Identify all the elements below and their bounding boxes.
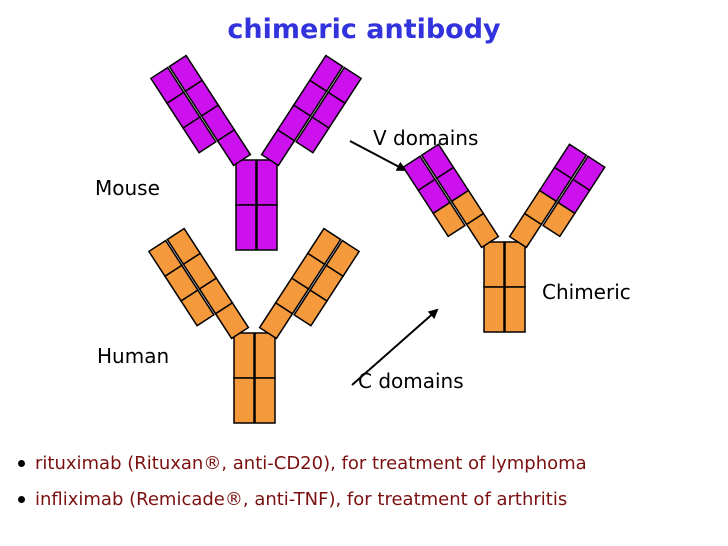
constant-domain <box>504 241 526 288</box>
c-domains-arrow <box>351 308 439 386</box>
page-title: chimeric antibody <box>227 14 501 45</box>
mouse-antibody <box>149 54 363 251</box>
constant-domain <box>504 286 526 333</box>
constant-domain <box>235 159 257 206</box>
bullet-dot <box>18 459 25 467</box>
mouse-label: Mouse <box>95 176 160 200</box>
bullet-text: rituximab (Rituxan®, anti-CD20), for tre… <box>35 452 587 474</box>
constant-domain <box>235 204 257 251</box>
variable-domain <box>308 54 344 93</box>
human-antibody <box>147 227 361 424</box>
variable-domain <box>571 155 606 192</box>
bullet-text: infliximab (Remicade®, anti-TNF), for tr… <box>35 488 568 510</box>
variable-domain <box>147 239 183 278</box>
variable-domain <box>166 227 202 266</box>
list-item: infliximab (Remicade®, anti-TNF), for tr… <box>18 488 587 510</box>
constant-domain <box>233 332 255 379</box>
variable-domain <box>420 143 455 180</box>
variable-domain <box>553 143 588 180</box>
bullet-dot <box>18 495 25 503</box>
variable-domain <box>306 227 342 266</box>
v-domains-arrow <box>349 140 407 171</box>
v-domains-label: V domains <box>373 126 479 150</box>
variable-domain <box>325 239 361 278</box>
constant-domain <box>256 159 278 206</box>
variable-domain <box>149 66 185 105</box>
variable-domain <box>168 54 204 93</box>
constant-domain <box>483 286 505 333</box>
chimeric-antibody <box>402 143 606 333</box>
human-label: Human <box>97 344 170 368</box>
variable-domain <box>402 155 437 192</box>
c-domains-label: C domains <box>358 369 464 393</box>
chimeric-label: Chimeric <box>542 280 631 304</box>
constant-domain <box>233 377 255 424</box>
constant-domain <box>254 377 276 424</box>
constant-domain <box>254 332 276 379</box>
variable-domain <box>327 66 363 105</box>
list-item: rituximab (Rituxan®, anti-CD20), for tre… <box>18 452 587 474</box>
constant-domain <box>256 204 278 251</box>
bullet-list: rituximab (Rituxan®, anti-CD20), for tre… <box>18 452 587 524</box>
constant-domain <box>483 241 505 288</box>
